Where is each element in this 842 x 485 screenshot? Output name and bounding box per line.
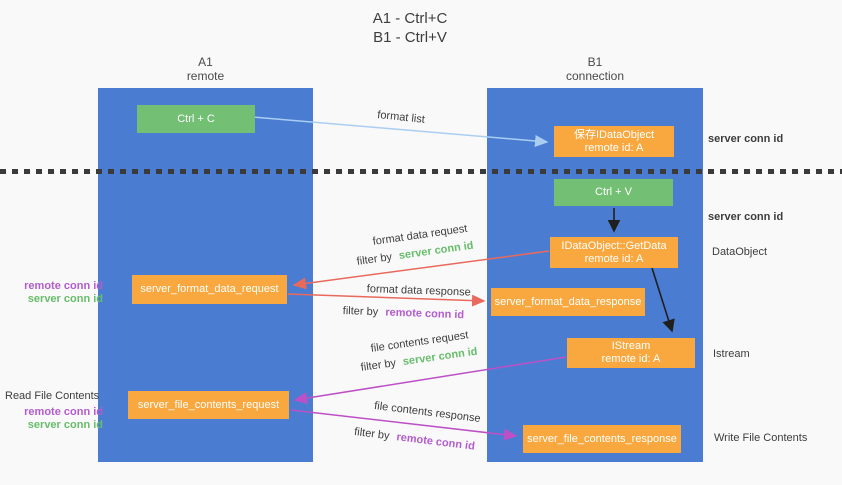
annotation-istream: Istream <box>713 348 750 360</box>
annotation-conn-ids-file: remote conn id server conn id <box>10 406 103 432</box>
ctrl-c-label: Ctrl + C <box>177 112 215 125</box>
remote-conn-id-text: remote conn id <box>24 406 103 418</box>
lane-a1-name: A1 <box>198 55 213 69</box>
save-dataobject-line2: remote id: A <box>584 141 644 154</box>
edge-label-filter-by-remote-conn-id-1: filter by remote conn id <box>343 305 465 321</box>
remote-conn-id-text: remote conn id <box>385 306 465 322</box>
format-data-response-text: format data response <box>366 283 471 299</box>
server-conn-id-text: server conn id <box>398 239 475 262</box>
annotation-server-conn-id-mid: server conn id <box>708 211 784 223</box>
lane-b1-subtitle: connection <box>565 69 625 83</box>
edge-label-format-data-response: format data response <box>367 283 471 299</box>
lane-header-a1: A1 remote <box>98 55 313 83</box>
ctrl-v-label: Ctrl + V <box>595 186 632 198</box>
getdata-line2: remote id: A <box>584 252 644 265</box>
annotation-read-file-contents: Read File Contents <box>5 390 100 402</box>
node-ctrl-v: Ctrl + V <box>554 179 673 206</box>
getdata-line1: IDataObject::GetData <box>561 239 667 252</box>
node-server-format-data-request: server_format_data_request <box>132 275 287 304</box>
title-line-1: A1 - Ctrl+C <box>372 10 448 27</box>
server-conn-id-text: server conn id <box>27 419 103 431</box>
istream-line2: remote id: A <box>601 353 661 365</box>
server-format-data-request-label: server_format_data_request <box>140 283 279 295</box>
annotation-conn-ids-format: remote conn id server conn id <box>8 280 103 306</box>
dotted-separator <box>0 169 842 174</box>
server-conn-id-text: server conn id <box>27 293 103 305</box>
server-file-contents-response-label: server_file_contents_response <box>527 432 677 445</box>
save-dataobject-line1: 保存IDataObject <box>573 128 655 141</box>
node-save-dataobject: 保存IDataObject remote id: A <box>554 126 674 157</box>
remote-conn-id-text: remote conn id <box>24 280 103 292</box>
edge-label-filter-by-remote-conn-id-2: filter by remote conn id <box>354 426 476 453</box>
filter-by-text: filter by <box>360 357 397 374</box>
annotation-dataobject: DataObject <box>712 246 768 258</box>
remote-conn-id-text: remote conn id <box>395 431 476 453</box>
istream-line1: IStream <box>611 340 651 352</box>
node-server-format-data-response: server_format_data_response <box>491 288 645 316</box>
lane-a1-subtitle: remote <box>186 69 225 83</box>
edge-label-format-list: format list <box>377 109 426 126</box>
annotation-server-conn-id-top: server conn id <box>708 133 784 145</box>
node-idataobject-getdata: IDataObject::GetData remote id: A <box>550 237 678 268</box>
node-server-file-contents-request: server_file_contents_request <box>128 391 289 419</box>
filter-by-text: filter by <box>342 305 379 319</box>
lane-b1-name: B1 <box>587 55 603 69</box>
title-line-2: B1 - Ctrl+V <box>373 29 447 46</box>
edge-label-file-contents-response: file contents response <box>374 400 482 425</box>
node-istream: IStream remote id: A <box>567 338 695 368</box>
server-file-contents-request-label: server_file_contents_request <box>137 398 280 411</box>
lane-header-b1: B1 connection <box>487 55 703 83</box>
filter-by-text: filter by <box>356 251 393 268</box>
file-contents-response-text: file contents response <box>373 400 482 425</box>
annotation-write-file-contents: Write File Contents <box>714 432 808 444</box>
filter-by-text: filter by <box>353 426 391 443</box>
server-format-data-response-label: server_format_data_response <box>494 295 642 308</box>
diagram-title: A1 - Ctrl+C B1 - Ctrl+V <box>300 9 520 47</box>
format-list-text: format list <box>376 109 426 126</box>
node-ctrl-c: Ctrl + C <box>137 105 255 133</box>
node-server-file-contents-response: server_file_contents_response <box>523 425 681 453</box>
